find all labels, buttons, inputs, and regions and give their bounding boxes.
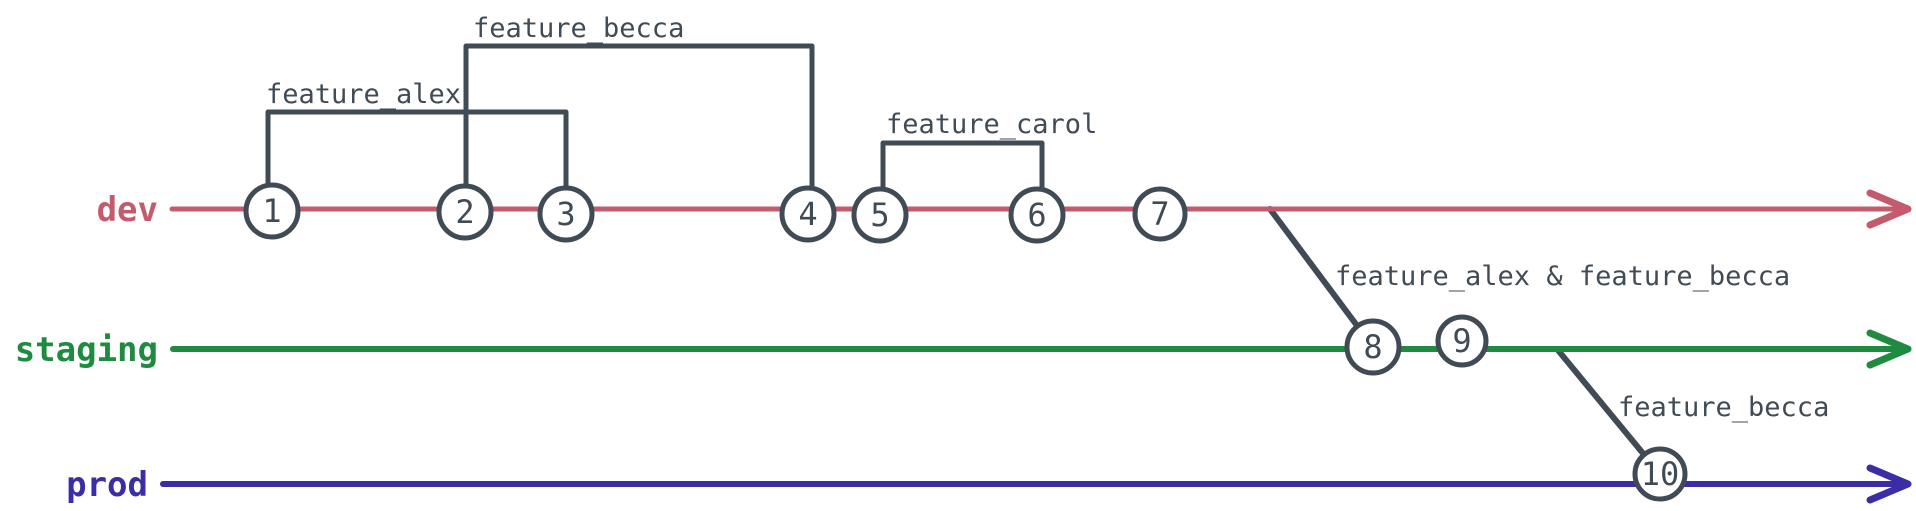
commit-number-5: 5: [870, 196, 889, 234]
commit-node-8: [1344, 318, 1402, 376]
commit-number-6: 6: [1027, 196, 1046, 234]
branch-arrowhead-icon-dev: [1866, 189, 1912, 229]
merge-label: feature_becca: [1618, 392, 1829, 423]
merge-label: feature_alex & feature_becca: [1335, 261, 1790, 292]
commit-number-10: 10: [1641, 455, 1680, 493]
branch-label-dev: dev: [97, 190, 158, 230]
branch-label-staging: staging: [15, 330, 158, 370]
merge-line-8: [1267, 206, 1376, 350]
commit-node-3: [537, 185, 595, 243]
commit-number-9: 9: [1452, 322, 1471, 360]
commit-node-5: [851, 186, 909, 244]
feature-bracket-feature_carol: [880, 140, 1045, 218]
feature-branch-label-feature_carol: feature_carol: [886, 109, 1097, 140]
commit-node-7: [1132, 186, 1188, 242]
commit-node-2: [436, 183, 494, 241]
commit-node-9: [1435, 314, 1489, 368]
commit-number-2: 2: [455, 193, 474, 231]
commit-number-8: 8: [1363, 328, 1382, 366]
branch-arrowhead-icon-prod: [1866, 464, 1912, 504]
commit-node-1: [243, 182, 301, 240]
commit-node-10: [1632, 446, 1688, 502]
commit-node-4: [779, 185, 837, 243]
branch-label-prod: prod: [66, 465, 148, 505]
feature-bracket-feature_becca: [463, 43, 815, 217]
commit-number-7: 7: [1150, 195, 1169, 233]
commit-number-1: 1: [262, 192, 281, 230]
commit-number-3: 3: [556, 195, 575, 233]
feature-bracket-feature_alex: [265, 109, 569, 217]
commit-number-4: 4: [798, 195, 817, 233]
commit-node-6: [1008, 186, 1066, 244]
feature-branch-label-feature_becca: feature_becca: [473, 13, 684, 44]
branch-arrowhead-icon-staging: [1866, 329, 1912, 369]
feature-branch-label-feature_alex: feature_alex: [266, 79, 461, 110]
